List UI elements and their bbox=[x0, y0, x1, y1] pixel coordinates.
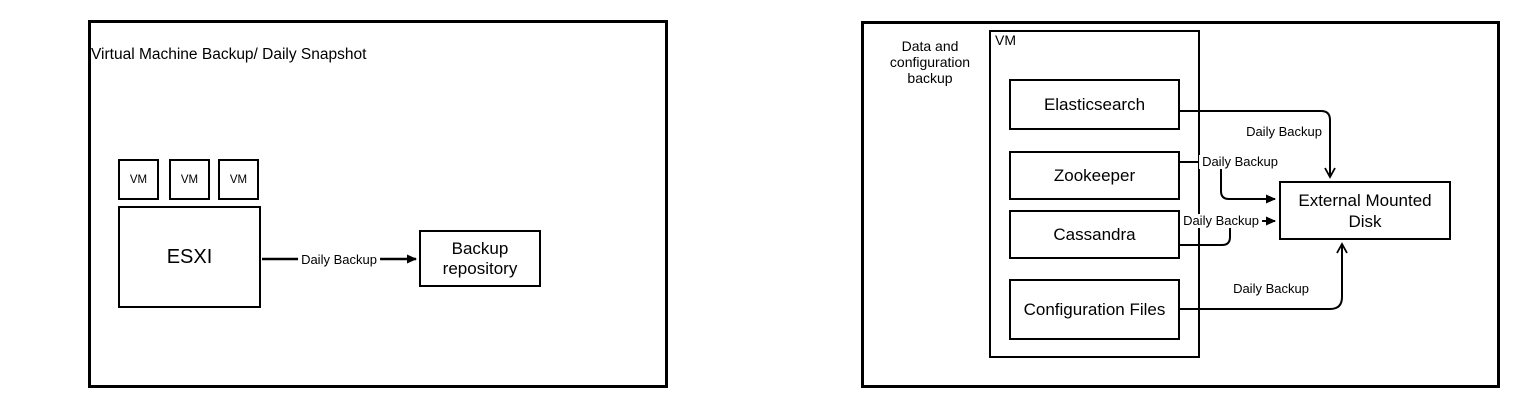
cassandra-node: Cassandra bbox=[1009, 210, 1180, 259]
zookeeper-arrow-label: Daily Backup bbox=[1199, 155, 1281, 169]
right-panel-title: Data and configuration backup bbox=[889, 38, 971, 86]
vm-container-label: VM bbox=[995, 32, 1016, 48]
zookeeper-label: Zookeeper bbox=[1053, 165, 1136, 185]
vm-node-label: VM bbox=[229, 173, 248, 186]
elasticsearch-label: Elasticsearch bbox=[1043, 94, 1146, 114]
cassandra-label: Cassandra bbox=[1053, 224, 1136, 244]
zookeeper-node: Zookeeper bbox=[1009, 151, 1180, 200]
vm-node: VM bbox=[218, 159, 259, 200]
vm-backup-panel bbox=[88, 20, 668, 388]
configfiles-arrow-label: Daily Backup bbox=[1230, 282, 1312, 296]
vm-node: VM bbox=[169, 159, 210, 200]
elasticsearch-node: Elasticsearch bbox=[1009, 79, 1180, 130]
esxi-arrow-label: Daily Backup bbox=[298, 253, 380, 267]
elasticsearch-arrow-label: Daily Backup bbox=[1243, 125, 1325, 139]
esxi-node-label: ESXI bbox=[166, 245, 213, 268]
left-panel-title: Virtual Machine Backup/ Daily Snapshot bbox=[91, 46, 367, 63]
configuration-files-label: Configuration Files bbox=[1023, 299, 1166, 319]
esxi-node: ESXI bbox=[118, 206, 261, 308]
external-mounted-disk-label: External Mounted Disk bbox=[1298, 190, 1432, 231]
backup-repository-node: Backup repository bbox=[419, 230, 541, 287]
cassandra-arrow-label: Daily Backup bbox=[1180, 214, 1262, 228]
backup-repository-label: Backup repository bbox=[442, 238, 518, 278]
vm-node-label: VM bbox=[180, 173, 199, 186]
configuration-files-node: Configuration Files bbox=[1009, 279, 1180, 340]
vm-node-label: VM bbox=[129, 173, 148, 186]
data-backup-panel bbox=[861, 21, 1500, 388]
vm-node: VM bbox=[118, 159, 159, 200]
external-mounted-disk-node: External Mounted Disk bbox=[1279, 181, 1451, 240]
